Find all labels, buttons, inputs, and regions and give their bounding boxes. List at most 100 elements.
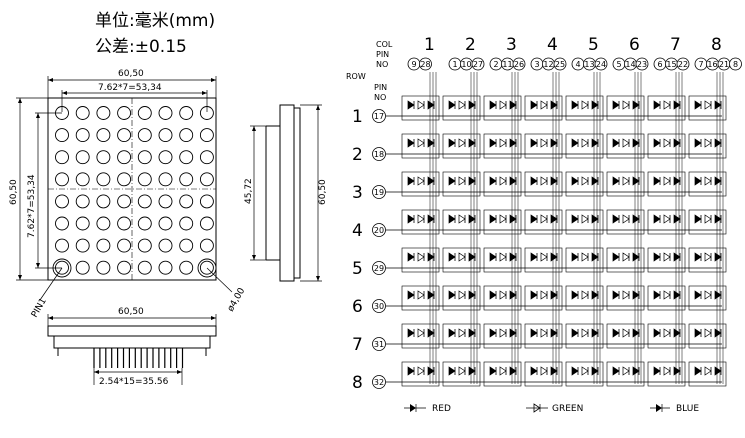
col-pin-label: PIN bbox=[376, 50, 389, 59]
led-cell bbox=[606, 285, 645, 311]
led-cell bbox=[606, 209, 645, 235]
col-number: 7 bbox=[670, 35, 681, 55]
front-led-dot bbox=[199, 150, 214, 165]
row-number: 7 bbox=[352, 335, 363, 355]
front-led-dot bbox=[117, 128, 132, 143]
front-led-dot bbox=[75, 128, 90, 143]
front-led-dot bbox=[96, 150, 111, 165]
led-cell bbox=[524, 285, 563, 311]
front-led-dot bbox=[179, 238, 194, 253]
col-number: 2 bbox=[465, 35, 476, 55]
led-cell bbox=[647, 323, 686, 349]
led-cell bbox=[483, 171, 522, 197]
col-pin-number: 15 bbox=[666, 60, 676, 69]
hole-diameter-label: ø4,00 bbox=[226, 286, 248, 313]
led-cell bbox=[524, 247, 563, 273]
front-led-dot bbox=[55, 194, 69, 209]
row-no-label: NO bbox=[374, 93, 386, 102]
led-cell bbox=[647, 133, 686, 159]
bottom-view: 60,50 2.54*15=35.56 bbox=[47, 307, 217, 387]
front-width-label: 60,50 bbox=[118, 69, 144, 79]
row-number: 4 bbox=[352, 221, 363, 241]
front-led-dot bbox=[158, 128, 173, 143]
col-pin-circle bbox=[419, 57, 432, 71]
led-cell bbox=[401, 95, 440, 121]
side-inner-label: 45,72 bbox=[244, 178, 254, 204]
col-pin-number: 22 bbox=[678, 60, 688, 69]
col-pin-number: 2 bbox=[493, 60, 498, 69]
legend-red: RED bbox=[404, 404, 451, 414]
led-cell bbox=[688, 247, 727, 273]
led-cell bbox=[647, 247, 686, 273]
front-led-dot bbox=[96, 194, 111, 209]
col-pin-number: 7 bbox=[698, 60, 703, 69]
front-led-dot bbox=[179, 216, 194, 231]
led-cell bbox=[647, 209, 686, 235]
front-led-dot bbox=[137, 128, 152, 143]
front-led-dot bbox=[75, 238, 90, 253]
front-led-dot bbox=[96, 260, 111, 275]
led-cell bbox=[524, 361, 563, 387]
front-led-dot bbox=[117, 238, 132, 253]
led-cell bbox=[442, 209, 481, 235]
led-cell bbox=[647, 95, 686, 121]
col-number: 1 bbox=[424, 35, 435, 55]
col-number: 6 bbox=[629, 35, 640, 55]
legend-blue-label: BLUE bbox=[676, 404, 699, 414]
front-led-dot bbox=[179, 128, 194, 143]
col-pin-number: 9 bbox=[411, 60, 416, 69]
led-cell bbox=[606, 247, 645, 273]
front-led-dot bbox=[75, 150, 90, 165]
led-cell bbox=[483, 285, 522, 311]
row-pin-number: 19 bbox=[374, 188, 384, 197]
front-led-dot bbox=[117, 106, 132, 120]
front-led-dot bbox=[137, 194, 152, 209]
led-cell bbox=[483, 209, 522, 235]
front-led-dot bbox=[75, 106, 90, 120]
row-pin-circle bbox=[372, 261, 386, 275]
led-cell bbox=[647, 361, 686, 387]
legend: RED GREEN BLUE bbox=[404, 403, 699, 414]
legend-blue: BLUE bbox=[650, 404, 699, 414]
led-cell bbox=[442, 171, 481, 197]
led-cell bbox=[483, 323, 522, 349]
front-view: 60,50 7.62*7=53,34 60,50 7.62*7=53,34 PI… bbox=[9, 69, 248, 320]
led-cell bbox=[688, 361, 727, 387]
front-led-dot bbox=[158, 238, 173, 253]
row-number: 2 bbox=[352, 145, 363, 165]
front-led-dot bbox=[199, 128, 214, 143]
row-pin-circle bbox=[372, 223, 386, 237]
led-cell bbox=[442, 247, 481, 273]
led-cell bbox=[483, 133, 522, 159]
col-pin-number: 16 bbox=[707, 60, 717, 69]
row-pin-number: 18 bbox=[374, 150, 384, 159]
front-led-dot bbox=[158, 150, 173, 165]
row-number: 1 bbox=[352, 107, 363, 127]
front-led-dot bbox=[137, 216, 152, 231]
row-number: 8 bbox=[352, 373, 363, 393]
front-pitch-v-label: 7.62*7=53,34 bbox=[27, 174, 37, 238]
col-pin-number: 5 bbox=[616, 60, 621, 69]
led-cell bbox=[565, 285, 604, 311]
units-label: 单位:毫米(mm) bbox=[95, 11, 215, 31]
front-led-dot bbox=[179, 150, 194, 165]
led-cell bbox=[688, 285, 727, 311]
front-led-dot bbox=[199, 106, 214, 120]
pin1-label: PIN1 bbox=[30, 297, 49, 320]
hole-marker bbox=[197, 258, 217, 278]
led-cell bbox=[606, 95, 645, 121]
row-pin-circle bbox=[372, 109, 386, 123]
col-pin-number: 25 bbox=[555, 60, 565, 69]
led-cell bbox=[647, 285, 686, 311]
front-led-dot bbox=[199, 260, 214, 275]
led-cell bbox=[565, 209, 604, 235]
front-led-dot bbox=[75, 216, 90, 231]
front-led-dot bbox=[117, 216, 132, 231]
col-pin-number: 14 bbox=[625, 60, 635, 69]
legend-green: GREEN bbox=[526, 403, 583, 414]
front-led-dot bbox=[55, 128, 69, 143]
front-led-dot bbox=[158, 194, 173, 209]
col-pin-circle bbox=[471, 57, 485, 71]
led-cell bbox=[401, 133, 440, 159]
